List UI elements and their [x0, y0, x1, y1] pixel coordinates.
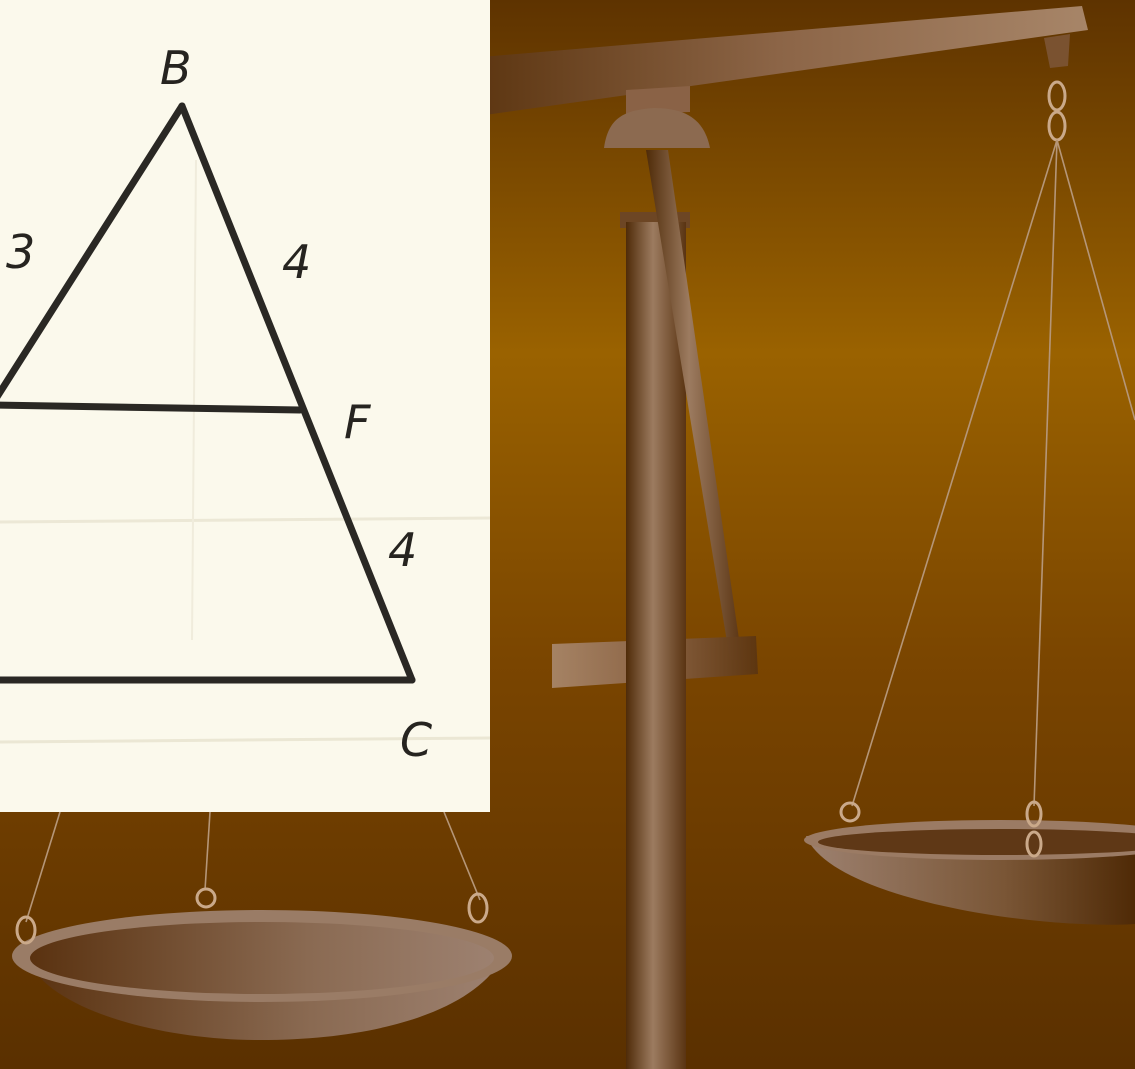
side-ba: [0, 102, 186, 399]
triangle-diagram-panel: B 3 4 F 4 C: [0, 0, 490, 812]
triangle-diagram: B 3 4 F 4 C: [0, 0, 490, 812]
segment-ef: [0, 401, 304, 414]
segment-left-upper-label: 3: [6, 225, 35, 279]
vertex-c-label: C: [400, 713, 432, 767]
segment-right-lower-label: 4: [388, 523, 417, 577]
side-bc: [178, 102, 416, 684]
vertex-f-label: F: [344, 395, 371, 449]
scale-beam: [470, 6, 1088, 116]
segment-right-upper-label: 4: [282, 235, 311, 289]
scale-pointer: [646, 150, 742, 660]
vertex-b-label: B: [160, 41, 192, 95]
